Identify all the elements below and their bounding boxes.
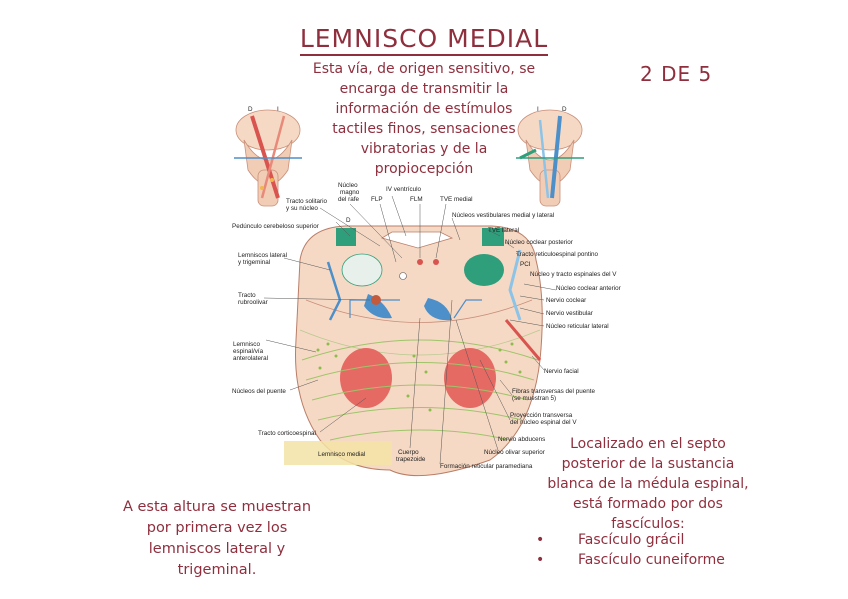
note-right-line: Localizado en el septo: [570, 436, 726, 452]
label-nucleos-vestibulares: Núcleos vestibulares medial y lateral: [452, 212, 554, 219]
note-right: Localizado en el septo posterior de la s…: [528, 434, 768, 534]
intro-text: Esta vía, de origen sensitivo, se encarg…: [300, 59, 548, 179]
label-fibras-transversas-2: (se muestran 5): [512, 395, 556, 402]
title-text: LEMNISCO MEDIAL: [299, 24, 549, 56]
label-nucleo-tracto-espinales: Núcleo y tracto espinales del V: [530, 271, 617, 278]
label-lemniscos-lateral-1: Lemniscos lateral: [238, 252, 287, 259]
note-right-line: está formado por dos: [573, 496, 723, 512]
intro-line: vibratorias y de la: [360, 141, 488, 157]
label-cuerpo-trapezoide-1: Cuerpo: [398, 449, 419, 456]
label-cuerpo-trapezoide-2: trapezoide: [396, 456, 426, 463]
label-lemnisco-espinal-3: anterolateral: [233, 355, 268, 362]
label-nucleo-coclear-posterior: Núcleo coclear posterior: [505, 239, 573, 246]
label-tracto-solitario-1: Tracto solitario: [286, 198, 328, 205]
thumb-left-d: D: [248, 106, 253, 113]
label-tracto-rubroolivar-2: rubroolivar: [238, 299, 268, 306]
note-right-line: blanca de la médula espinal,: [547, 476, 749, 492]
leader-lines: [263, 195, 557, 465]
label-nervio-facial: Nervio facial: [544, 368, 579, 375]
note-left-line: trigeminal.: [177, 562, 257, 578]
label-lemnisco-espinal-2: espinal/vía: [233, 348, 264, 355]
label-nucleos-puente: Núcleos del puente: [232, 388, 286, 395]
pons-section: [284, 225, 543, 477]
note-left-line: lemniscos lateral y: [148, 541, 286, 557]
fasciculos-list: Fascículo grácil Fascículo cuneiforme: [536, 530, 746, 570]
label-nucleo-olivar: Núcleo olivar superior: [484, 449, 545, 456]
thumb-right-i: I: [537, 106, 539, 113]
label-nervio-vestibular: Nervio vestibular: [546, 310, 593, 317]
label-tve-medial: TVE medial: [440, 196, 473, 203]
intro-line: información de estímulos: [335, 101, 513, 117]
label-nervio-coclear: Nervio coclear: [546, 297, 586, 304]
label-flm: FLM: [410, 196, 423, 203]
intro-line: Esta vía, de origen sensitivo, se: [312, 61, 536, 77]
label-proyeccion-transversa-2: del núcleo espinal del V: [510, 419, 577, 426]
label-nucleo-magno-3: del rafe: [338, 196, 360, 203]
note-right-line: fascículos:: [611, 516, 685, 532]
label-flp: FLP: [371, 196, 383, 203]
note-left-line: A esta altura se muestran: [122, 499, 312, 515]
figure-labels: Núcleo magno del rafe IV ventrículo FLP …: [232, 182, 621, 470]
label-tracto-reticuloespinal: Tracto reticuloespinal pontino: [516, 251, 599, 258]
label-iv-ventriculo: IV ventrículo: [386, 186, 421, 193]
label-nervio-abducens: Nervio abducens: [498, 436, 545, 443]
label-nucleo-magno-2: magno: [340, 189, 360, 196]
label-formacion-reticular: Formación reticular paramediana: [440, 463, 533, 470]
list-item: Fascículo grácil: [536, 530, 746, 550]
label-lemnisco-espinal-1: Lemnisco: [233, 341, 260, 348]
brainstem-thumbnail-left: D I: [234, 106, 302, 207]
note-left-line: por primera vez los: [146, 520, 288, 536]
label-fibras-transversas-1: Fibras transversas del puente: [512, 388, 595, 395]
label-proyeccion-transversa-1: Proyección transversa: [510, 412, 573, 419]
label-tve-lateral: TVE lateral: [488, 227, 519, 234]
label-tracto-rubroolivar-1: Tracto: [238, 292, 256, 299]
intro-line: propiocepción: [374, 161, 474, 177]
thumb-right-d: D: [562, 106, 567, 113]
label-lemnisco-medial: Lemnisco medial: [318, 451, 365, 458]
label-nucleo-reticular-lateral: Núcleo reticular lateral: [546, 323, 609, 330]
label-tracto-corticoespinal: Tracto corticoespinal: [258, 430, 316, 437]
label-nucleo-coclear-anterior: Núcleo coclear anterior: [556, 285, 621, 292]
label-tracto-solitario-2: y su núcleo: [286, 205, 318, 212]
thumb-left-i: I: [277, 106, 279, 113]
label-d-marker: D: [346, 217, 351, 224]
note-left: A esta altura se muestran por primera ve…: [104, 497, 330, 581]
label-lemniscos-lateral-2: y trigeminal: [238, 259, 270, 266]
label-nucleo-magno-1: Núcleo: [338, 182, 358, 189]
list-item: Fascículo cuneiforme: [536, 550, 746, 570]
note-right-line: posterior de la sustancia: [561, 456, 735, 472]
page-indicator: 2 DE 5: [640, 62, 713, 86]
intro-line: encarga de transmitir la: [339, 81, 509, 97]
page-title: LEMNISCO MEDIAL: [0, 24, 848, 56]
intro-line: tactiles finos, sensaciones: [332, 121, 516, 137]
label-pci: PCI: [520, 261, 531, 268]
brainstem-thumbnail-right: I D: [516, 106, 584, 207]
label-pedunculo: Pedúnculo cerebeloso superior: [232, 223, 319, 230]
